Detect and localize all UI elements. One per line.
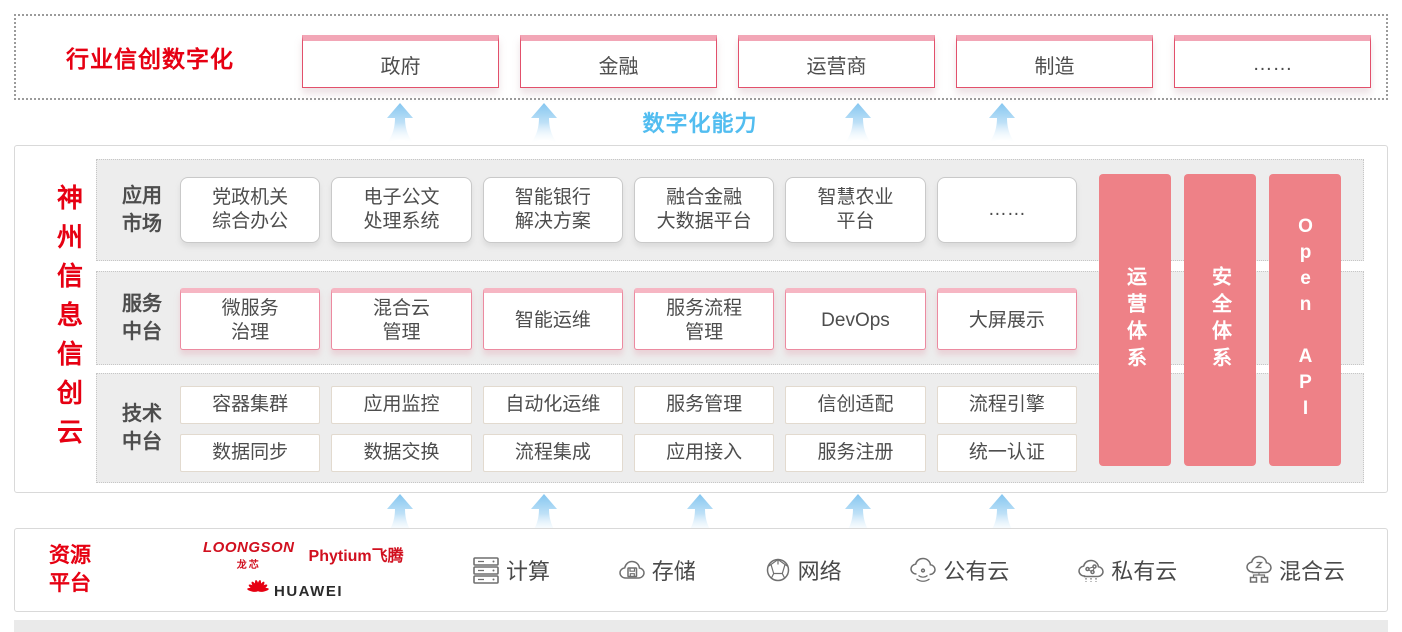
pillar-operations-system: 运营体系 <box>1099 174 1171 466</box>
service-card: 大屏展示 <box>936 288 1077 350</box>
tech-card: 应用接入 <box>633 434 775 472</box>
app-card: 融合金融 大数据平台 <box>633 177 775 243</box>
up-arrow-icon <box>531 103 557 143</box>
industry-banner: 行业信创数字化 政府 金融 运营商 制造 …… <box>14 14 1388 100</box>
industry-box-finance: 金融 <box>520 35 717 88</box>
resource-items: 计算 存储 网络 <box>470 529 1345 611</box>
row-label-service: 服务 中台 <box>122 293 162 343</box>
tech-card: 信创适配 <box>785 386 926 424</box>
up-arrow-icon <box>845 494 871 534</box>
up-arrow-icon <box>387 494 413 534</box>
app-card: 党政机关 综合办公 <box>180 177 321 243</box>
resource-item-private-cloud: 私有云 <box>1075 554 1177 586</box>
tech-card: 应用监控 <box>331 386 472 424</box>
row-label-app-market: 应用 市场 <box>122 185 162 235</box>
up-arrow-icon <box>989 103 1015 143</box>
phytium-logo: Phytium飞腾 <box>308 548 404 565</box>
industry-box-more: …… <box>1174 35 1371 88</box>
row-service-platform: 服务 中台 微服务 治理 混合云 管理 智能运维 服务流程 管理 DevOps … <box>96 271 1364 365</box>
pillar-security-system: 安全体系 <box>1184 174 1256 466</box>
tech-card: 服务管理 <box>633 386 775 424</box>
up-arrow-icon <box>531 494 557 534</box>
row-app-market: 应用 市场 党政机关 综合办公 电子公文 处理系统 智能银行 解决方案 融合金融… <box>96 159 1364 261</box>
storage-cloud-icon <box>616 554 648 586</box>
row-tech-platform: 技术 中台 容器集群 应用监控 自动化运维 服务管理 信创适配 流程引擎 数据同… <box>96 373 1364 483</box>
industry-box-operator: 运营商 <box>738 35 935 88</box>
footer-strip <box>14 620 1388 632</box>
hybrid-cloud-icon <box>1243 554 1275 586</box>
service-card: 智能运维 <box>482 288 623 350</box>
tech-card: 数据交换 <box>331 434 472 472</box>
pillar-open-api: Open API <box>1269 174 1341 466</box>
up-arrow-icon <box>845 103 871 143</box>
service-card: DevOps <box>785 288 926 350</box>
platform-container: 神州信息信创云 应用 市场 党政机关 综合办公 电子公文 处理系统 智能银行 解… <box>14 145 1388 493</box>
tech-card: 流程引擎 <box>936 386 1077 424</box>
up-arrow-icon <box>687 494 713 534</box>
tech-card: 流程集成 <box>482 434 623 472</box>
loongson-logo: LOONGSON 龙芯 <box>203 539 295 571</box>
resource-item-network: 网络 <box>762 554 842 586</box>
network-globe-icon <box>762 554 794 586</box>
app-card-more: …… <box>936 177 1077 243</box>
private-cloud-icon <box>1075 554 1107 586</box>
app-card: 智能银行 解决方案 <box>482 177 623 243</box>
banner-title: 行业信创数字化 <box>66 46 234 72</box>
tech-card: 服务注册 <box>785 434 926 472</box>
huawei-logo: HUAWEI <box>247 578 433 605</box>
industry-box-government: 政府 <box>302 35 499 88</box>
industry-row: 政府 金融 运营商 制造 …… <box>302 35 1371 88</box>
resource-item-compute: 计算 <box>470 554 550 586</box>
platform-title: 神州信息信创云 <box>53 183 84 457</box>
app-card: 智慧农业 平台 <box>785 177 926 243</box>
tech-card: 统一认证 <box>936 434 1077 472</box>
service-card: 服务流程 管理 <box>633 288 775 350</box>
resource-platform-label: 资源 平台 <box>49 543 91 595</box>
up-arrow-icon <box>387 103 413 143</box>
row-label-tech: 技术 中台 <box>122 403 162 453</box>
digital-capability-label: 数字化能力 <box>642 111 758 136</box>
compute-server-icon <box>470 554 502 586</box>
huawei-flower-icon <box>247 578 269 605</box>
up-arrow-icon <box>989 494 1015 534</box>
industry-box-manufacturing: 制造 <box>956 35 1153 88</box>
public-cloud-icon <box>907 554 939 586</box>
resource-item-hybrid-cloud: 混合云 <box>1243 554 1345 586</box>
service-card: 混合云 管理 <box>331 288 472 350</box>
service-card: 微服务 治理 <box>180 288 321 350</box>
vendor-logos: LOONGSON 龙芯 Phytium飞腾 <box>203 539 433 605</box>
tech-card: 容器集群 <box>180 386 321 424</box>
resource-item-public-cloud: 公有云 <box>907 554 1009 586</box>
tech-card: 数据同步 <box>180 434 321 472</box>
tech-card: 自动化运维 <box>482 386 623 424</box>
resource-item-storage: 存储 <box>616 554 696 586</box>
resource-platform-container: 资源 平台 LOONGSON 龙芯 Phytium飞腾 <box>14 528 1388 612</box>
app-card: 电子公文 处理系统 <box>331 177 472 243</box>
